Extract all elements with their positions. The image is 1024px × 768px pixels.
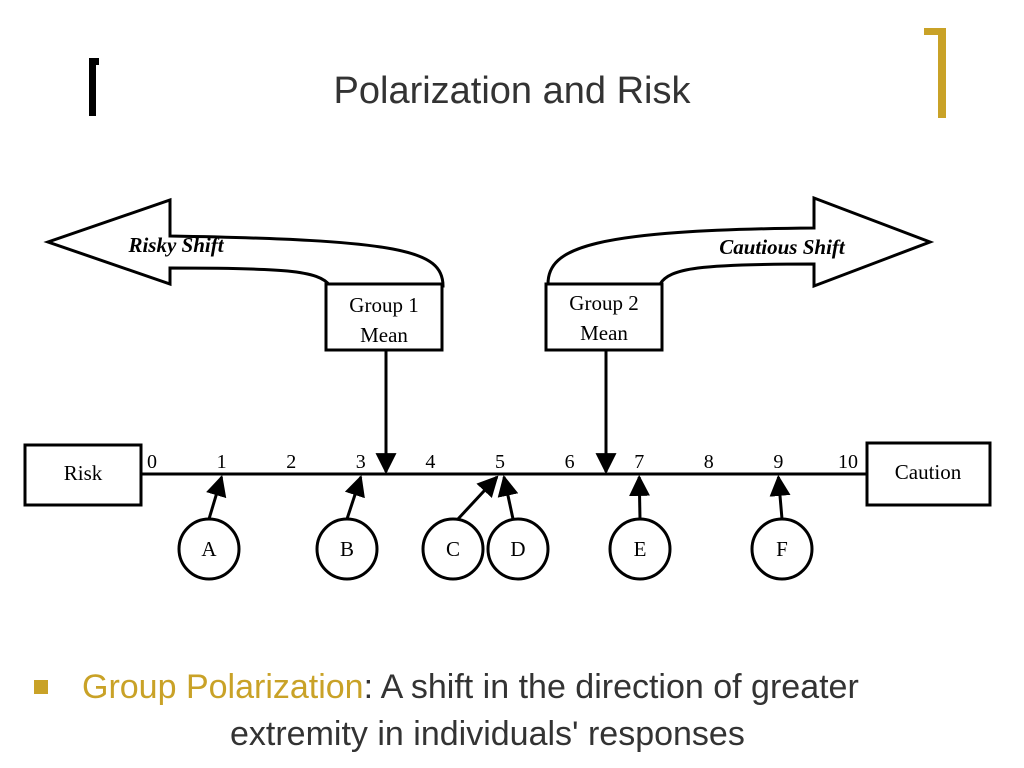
group2-label-line1: Group 2 (569, 291, 638, 315)
individual-label-a: A (201, 537, 217, 561)
slide-title: Polarization and Risk (333, 70, 691, 112)
individual-circle-d (486, 517, 550, 581)
bullet-definition: : A shift in the direction of greater (363, 668, 859, 706)
individual-circle-f (750, 517, 814, 581)
scale-tick-label: 6 (565, 451, 575, 473)
right-bracket-decoration (924, 28, 946, 118)
bullet-text: Group Polarization: A shift in the direc… (82, 664, 1012, 758)
scale-tick-label: 8 (704, 451, 714, 473)
individual-pointer-b (344, 475, 365, 520)
group2-label-line2: Mean (580, 321, 628, 345)
individual-pointer-d (497, 474, 519, 520)
risky-shift-arrow (43, 197, 445, 288)
scale-tick-label: 9 (773, 451, 783, 473)
left-bracket-decoration (89, 58, 99, 116)
group1-label-line1: Group 1 (349, 293, 418, 317)
individual-circle-a (177, 517, 241, 581)
group1-label-line2: Mean (360, 323, 408, 347)
scale-tick-label: 4 (425, 451, 435, 473)
individual-pointer-f (769, 474, 791, 520)
risk-end-box (23, 443, 143, 507)
caution-end-label: Caution (895, 460, 962, 484)
individual-label-d: D (510, 537, 525, 561)
scale-tick-label: 1 (217, 451, 227, 473)
scale-tick-label: 10 (838, 451, 858, 473)
cautious-shift-arrow (546, 195, 935, 289)
bullet-term: Group Polarization (82, 668, 364, 706)
individual-label-f: F (776, 537, 788, 561)
scale-tick-label: 3 (356, 451, 366, 473)
scale-tick-label: 7 (634, 451, 644, 473)
scale-ticks: 0 1 2 3 4 5 6 7 8 9 10 (147, 451, 858, 473)
individual-pointer-a (206, 474, 227, 520)
risk-end-label: Risk (64, 461, 103, 485)
group2-mean-box (544, 282, 664, 352)
individual-responses: A B C D E F (177, 474, 814, 581)
individual-circle-b (315, 517, 379, 581)
group1-mean-box (324, 282, 444, 352)
cautious-shift-label: Cautious Shift (719, 235, 846, 259)
individual-pointer-e (629, 474, 651, 520)
risky-shift-label: Risky Shift (127, 233, 224, 257)
bullet-marker (34, 680, 48, 694)
individual-label-e: E (634, 537, 647, 561)
individual-circle-e (608, 517, 672, 581)
scale-tick-label: 5 (495, 451, 505, 473)
scale-tick-label: 0 (147, 451, 157, 473)
scale-tick-label: 2 (286, 451, 296, 473)
individual-pointer-c (456, 475, 499, 521)
individual-label-c: C (446, 537, 460, 561)
individual-label-b: B (340, 537, 354, 561)
individual-circle-c (421, 517, 485, 581)
bullet-continuation: extremity in individuals' responses (230, 715, 745, 753)
